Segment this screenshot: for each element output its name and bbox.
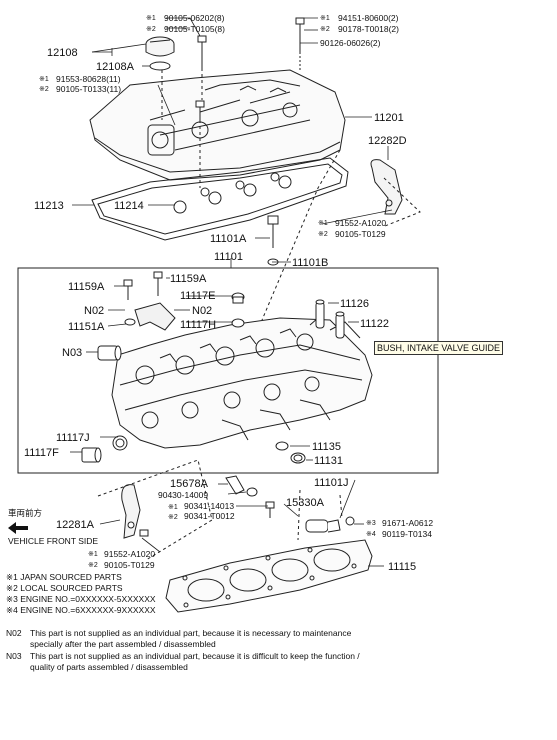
mark-japan: ※1 xyxy=(320,15,330,22)
callout-labels: ※1 90105-06202(8) ※2 90105-T0105(8) ※1 9… xyxy=(8,13,433,573)
front-side-label: VEHICLE FRONT SIDE xyxy=(8,536,98,546)
part-label: 91671-A0612 xyxy=(382,518,433,528)
part-label: 11213 xyxy=(34,200,64,212)
head-small-parts xyxy=(81,271,345,464)
part-tooltip: BUSH, INTAKE VALVE GUIDE xyxy=(374,341,504,355)
legend-item: ※1 JAPAN SOURCED PARTS xyxy=(6,572,122,582)
valve-cover-gasket xyxy=(91,157,349,241)
note-text: specially after the part assembled / dis… xyxy=(30,639,216,649)
part-label: 90105-T0129 xyxy=(104,560,155,570)
mark-local: ※2 xyxy=(88,562,98,569)
part-label: 90430-14009 xyxy=(158,490,208,500)
part-label: 94151-80600(2) xyxy=(338,13,399,23)
part-label: 11101J xyxy=(314,477,348,489)
mark-local: ※2 xyxy=(39,86,49,93)
part-label: 11117H xyxy=(180,319,216,331)
mark-engine-late: ※4 xyxy=(366,531,376,538)
part-label: 11131 xyxy=(314,455,343,467)
mark-local: ※2 xyxy=(168,514,178,521)
mark-local: ※2 xyxy=(320,26,330,33)
mark-japan: ※1 xyxy=(168,504,178,511)
part-label: 11115 xyxy=(388,561,416,573)
part-label: 11117J xyxy=(56,432,90,444)
part-label: 90105-T0129 xyxy=(335,229,386,239)
part-label: 90126-06026(2) xyxy=(320,38,381,48)
part-label: N03 xyxy=(62,347,82,359)
footnotes: N02 This part is not supplied as an indi… xyxy=(6,628,360,672)
legend-item: ※2 LOCAL SOURCED PARTS xyxy=(6,583,123,593)
part-label: 11122 xyxy=(360,318,389,330)
top-bolts xyxy=(195,17,305,120)
legend-item: ※4 ENGINE NO.=6XXXXXX-9XXXXXX xyxy=(6,605,156,615)
legend: ※1 JAPAN SOURCED PARTS ※2 LOCAL SOURCED … xyxy=(6,572,156,615)
note-text: This part is not supplied as an individu… xyxy=(30,628,352,638)
part-label: 11214 xyxy=(114,200,144,212)
part-label: 90341-T0012 xyxy=(184,511,235,521)
part-label: 11101B xyxy=(292,257,328,269)
mark-japan: ※1 xyxy=(146,15,156,22)
part-label: 12281A xyxy=(56,519,95,531)
part-label: N02 xyxy=(192,305,212,317)
part-label: 90341-14013 xyxy=(184,501,234,511)
front-side-label-jp: 車両前方 xyxy=(8,508,42,518)
part-label: 90105-T0133(11) xyxy=(56,84,121,94)
part-label: 91552-A1020 xyxy=(104,549,155,559)
part-label: 90105-T0105(8) xyxy=(164,24,225,34)
part-label: 12282D xyxy=(368,135,407,147)
leader-lines xyxy=(70,17,393,567)
note-text: This part is not supplied as an individu… xyxy=(30,651,360,661)
legend-item: ※3 ENGINE NO.=0XXXXXX-5XXXXXX xyxy=(6,594,156,604)
part-label: 11101A xyxy=(210,233,247,245)
part-label: 90178-T0018(2) xyxy=(338,24,399,34)
part-label: 90105-06202(8) xyxy=(164,13,225,23)
part-label: 11117E xyxy=(180,290,215,302)
part-label: 91553-80628(11) xyxy=(56,74,121,84)
mark-japan: ※1 xyxy=(39,76,49,83)
part-label: 11159A xyxy=(170,273,207,285)
valve-cover-drawing xyxy=(89,69,346,181)
note-text: quality of parts assembled / disassemble… xyxy=(30,662,188,672)
part-label: N02 xyxy=(84,305,104,317)
mark-local: ※2 xyxy=(146,26,156,33)
head-bolt xyxy=(267,215,279,266)
mark-japan: ※1 xyxy=(318,220,328,227)
part-label: 11101 xyxy=(214,251,243,263)
cylinder-head-gasket xyxy=(165,539,373,613)
part-label: 12108 xyxy=(47,47,78,59)
part-label: 90119-T0134 xyxy=(382,529,432,539)
part-label: 11126 xyxy=(340,298,369,310)
vehicle-front-arrow-icon xyxy=(8,522,28,534)
note-code: N02 xyxy=(6,628,22,638)
part-label: 15330A xyxy=(286,497,325,509)
part-label: 11135 xyxy=(312,441,341,453)
mark-local: ※2 xyxy=(318,231,328,238)
mark-engine-early: ※3 xyxy=(366,520,376,527)
lower-parts xyxy=(121,475,355,539)
part-label: 11117F xyxy=(24,447,59,459)
note-code: N03 xyxy=(6,651,22,661)
cylinder-head-drawing xyxy=(111,317,373,449)
part-label: 15678A xyxy=(170,478,209,490)
part-label: 11151A xyxy=(68,321,105,333)
part-label: 91552-A1020 xyxy=(335,218,386,228)
part-label: 12108A xyxy=(96,61,135,73)
part-label: 11201 xyxy=(374,112,404,124)
oil-filler-cap xyxy=(145,36,175,71)
engine-hanger-bracket-rear xyxy=(370,159,403,215)
mark-japan: ※1 xyxy=(88,551,98,558)
part-label: 11159A xyxy=(68,281,105,293)
head-assembly-frame xyxy=(17,267,439,474)
